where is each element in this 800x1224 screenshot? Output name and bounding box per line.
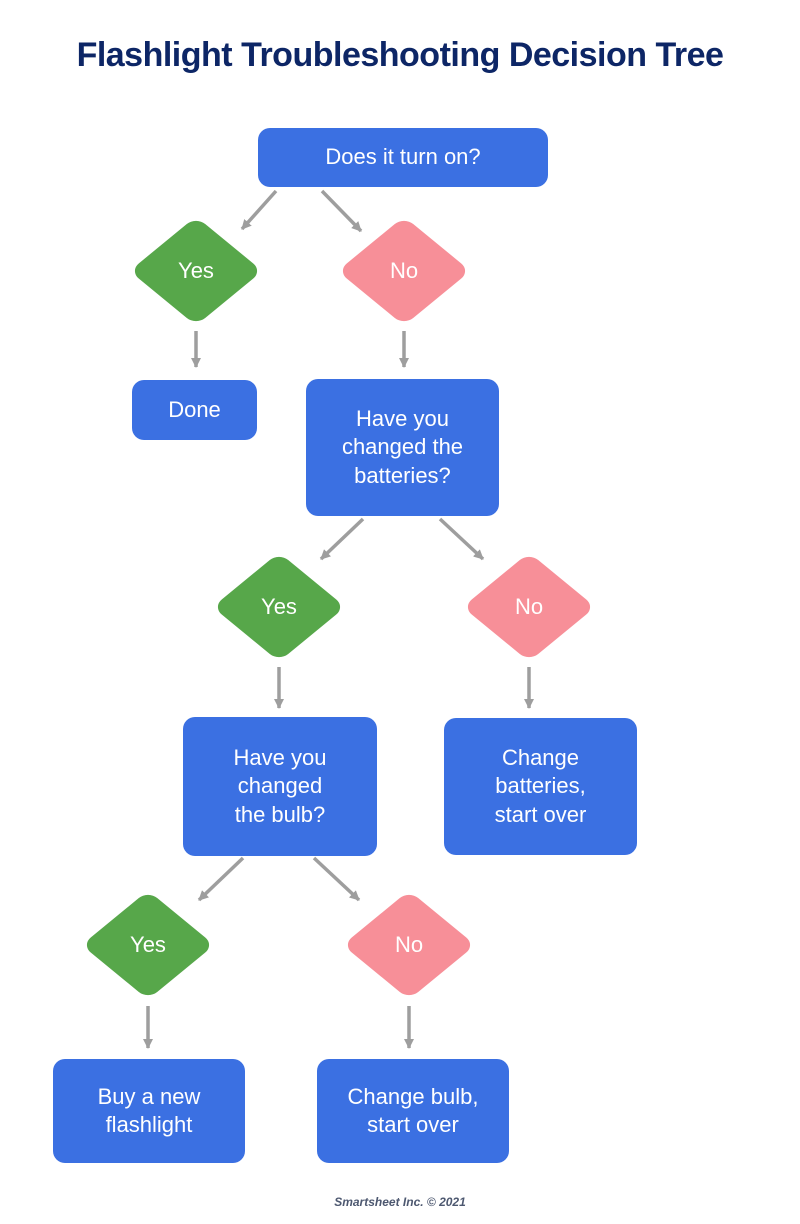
diamond-label: Yes: [130, 932, 166, 957]
decision-yes-1: Yes: [128, 216, 264, 326]
copyright-credit: Smartsheet Inc. © 2021: [334, 1195, 466, 1209]
decision-yes-3: Yes: [80, 890, 216, 1000]
decision-no-2: No: [461, 552, 597, 662]
node-change-batteries-start-over: Change batteries, start over: [444, 718, 637, 855]
node-done: Done: [132, 380, 257, 440]
node-does-it-turn-on: Does it turn on?: [258, 128, 548, 187]
diamond-label: No: [394, 932, 424, 957]
diamond-label: No: [389, 258, 419, 283]
decision-yes-2: Yes: [211, 552, 347, 662]
diamond-label: Yes: [261, 594, 297, 619]
decision-no-1: No: [336, 216, 472, 326]
decision-no-3: No: [341, 890, 477, 1000]
node-changed-bulb-question: Have you changed the bulb?: [183, 717, 377, 856]
page-title: Flashlight Troubleshooting Decision Tree: [76, 36, 724, 74]
node-change-bulb-start-over: Change bulb, start over: [317, 1059, 509, 1163]
diamond-label: No: [514, 594, 544, 619]
node-changed-batteries-question: Have you changed the batteries?: [306, 379, 499, 516]
diamond-label: Yes: [178, 258, 214, 283]
node-buy-new-flashlight: Buy a new flashlight: [53, 1059, 245, 1163]
